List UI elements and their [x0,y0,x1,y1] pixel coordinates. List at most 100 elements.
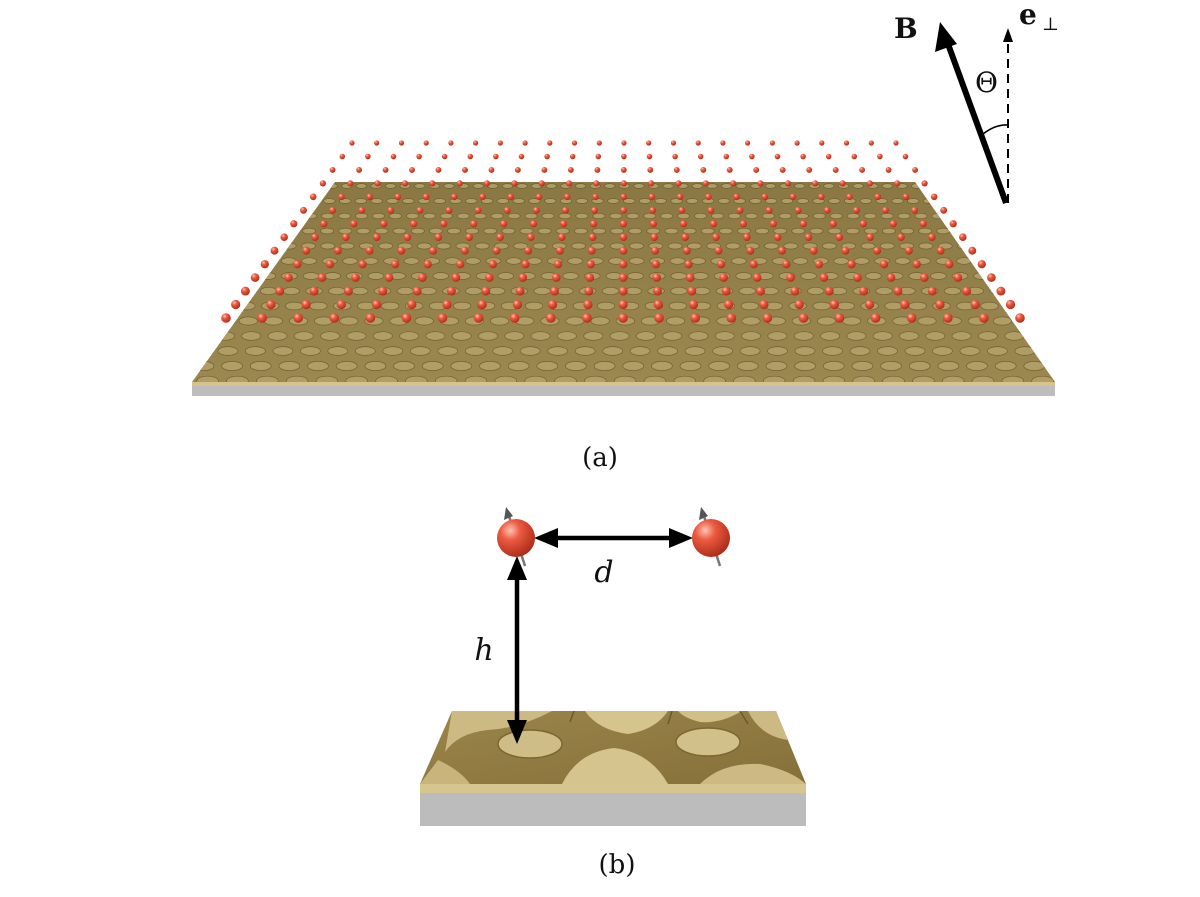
surface-blob [590,242,606,250]
lattice-atom [473,313,484,323]
surface-blob [375,375,398,382]
lattice-atom [571,140,578,146]
surface-blob [809,227,824,235]
surface-blob [501,227,516,235]
surface-blob [388,212,402,220]
lattice-atom [514,166,521,173]
surface-blob [607,198,620,204]
lattice-atom [336,299,346,310]
lattice-atom [586,260,595,269]
lattice-atom [311,233,319,241]
surface-blob [354,198,368,204]
lattice-atom [653,286,662,296]
lattice-atom [509,313,520,323]
lattice-atom [678,206,686,214]
surface-blob [628,257,645,265]
lattice-atom [843,140,850,146]
angle-label: Θ [975,66,998,99]
surface-blob [217,346,239,356]
lattice-atom [374,140,380,146]
surface-blob [513,242,529,250]
surface-blob [324,272,341,280]
surface-blob [167,376,189,386]
surface-blob [891,198,904,204]
surface-blob [690,257,706,265]
surface-blob [301,257,318,265]
surface-blob [654,198,667,204]
surface-blob [609,212,623,220]
lattice-atom [859,286,869,296]
lattice-atom [806,166,813,173]
lattice-atom [518,153,525,160]
surface-blob [602,346,624,356]
surface-blob [718,227,733,235]
lattice-atom [585,273,595,282]
surface-blob [738,286,756,296]
lattice-atom [945,260,954,269]
surface-blob [328,286,346,296]
surface-blob [339,242,355,250]
lattice-atom [935,299,945,310]
surface-blob [657,346,678,356]
lattice-atom [873,246,882,255]
surface-blob [537,227,552,235]
lattice-atom [835,233,844,241]
lattice-atom [423,260,432,269]
surface-blob [992,316,1012,326]
surface-blob [433,198,446,204]
surface-blob [567,257,584,265]
surface-blob [778,212,792,220]
surface-blob [354,212,369,220]
lattice-atom [569,153,576,160]
surface-blob [556,331,577,341]
surface-blob [320,242,336,250]
surface-blob [609,242,625,250]
surface-blob [451,331,472,341]
lattice-atom [329,166,336,173]
surface-blob [604,183,616,189]
surface-blob [1001,375,1025,382]
surface-blob [519,227,534,235]
surface-blob [434,375,458,382]
surface-blob [668,301,687,311]
surface-blob [623,198,636,204]
surface-blob [669,257,686,265]
lattice-atom [619,233,628,241]
lattice-atom [390,260,400,269]
surface-blob [505,257,522,265]
lattice-atom [618,299,628,310]
surface-blob [793,331,814,341]
lattice-atom [959,233,967,241]
surface-blob [794,361,816,371]
angle-arc [982,124,1009,135]
lattice-atom [618,273,628,282]
surface-blob [717,198,731,204]
surface-blob [800,272,817,280]
lattice-atom [503,206,511,214]
lattice-atom [834,313,845,323]
lattice-atom [380,220,388,228]
lattice-atom [1005,299,1016,310]
surface-blob [627,272,644,280]
lattice-atom [794,299,804,310]
surface-blob [662,331,683,341]
lattice-atom [688,299,699,310]
surface-blob [321,212,335,220]
surface-blob [951,331,972,341]
surface-blob [852,375,875,382]
lattice-atom [589,220,598,228]
surface-blob [727,212,742,220]
surface-blob [918,242,934,250]
lattice-atom [825,153,832,160]
surface-blob [410,227,425,235]
lattice-atom [300,206,307,214]
lattice-atom [953,273,963,282]
surface-blob [405,212,419,220]
atom-left [497,507,535,567]
surface-blob [833,257,850,265]
lattice-atom [962,286,972,296]
field-arrow-head [935,22,957,52]
surface-blob [501,183,514,189]
lattice-atom [445,206,453,214]
lattice-atom [492,246,501,255]
